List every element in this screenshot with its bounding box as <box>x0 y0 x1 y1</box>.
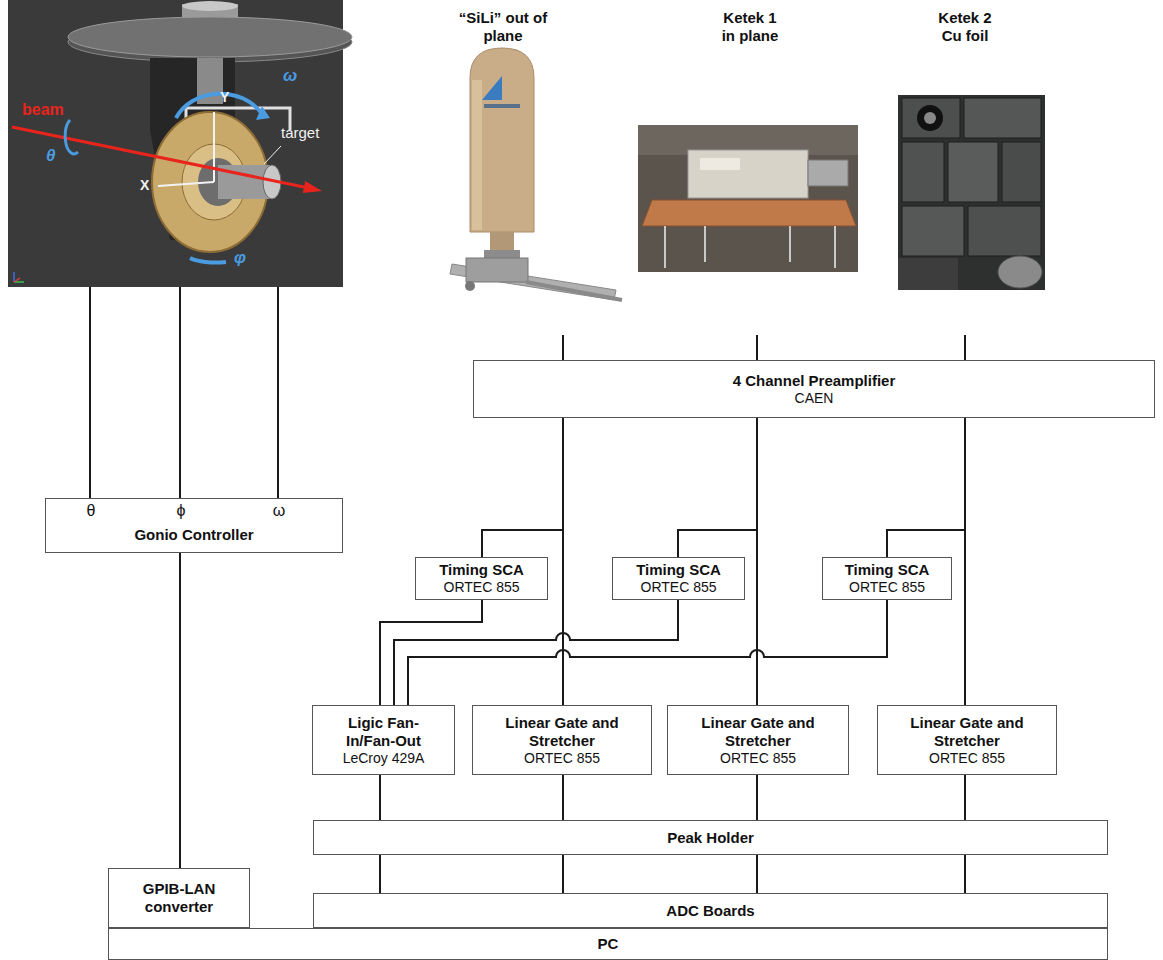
beam-label: beam <box>22 100 64 119</box>
axis-symbol: θ <box>46 146 55 165</box>
box-subtitle: ORTEC 855 <box>929 750 1005 767</box>
connector <box>964 775 966 820</box>
detector-sili: “SiLi” out of plane <box>440 5 620 335</box>
box-title: Timing SCA <box>439 561 524 579</box>
connector <box>756 418 758 705</box>
connector <box>277 287 279 498</box>
box-title: PC <box>598 935 619 953</box>
connector <box>562 775 564 820</box>
holder-box: Peak Holder <box>313 820 1108 855</box>
connector <box>964 855 966 893</box>
sca-box: Timing SCAORTEC 855 <box>415 557 548 600</box>
connector <box>562 855 564 893</box>
connector <box>756 855 758 893</box>
detector-heading: “SiLi” out of plane <box>457 9 549 45</box>
box-title: Linear Gate and Stretcher <box>886 714 1048 750</box>
connector <box>89 287 91 498</box>
controller-box: θ ϕ ωGonio Controller <box>45 498 343 553</box>
connector <box>562 335 564 360</box>
connector <box>756 775 758 820</box>
connector <box>408 600 887 705</box>
connector <box>964 335 966 360</box>
connector <box>379 855 381 893</box>
fan-box: Ligic Fan-In/Fan-OutLeCroy 429A <box>312 705 455 775</box>
sca-box: Timing SCAORTEC 855 <box>822 557 952 600</box>
connector <box>179 287 181 498</box>
connector <box>756 335 758 360</box>
detector-ketek: Ketek 1 in plane <box>638 5 858 335</box>
box-title: Gonio Controller <box>134 526 253 544</box>
axis-letter: X <box>140 176 149 195</box>
connector <box>887 418 965 557</box>
ketek2-photo <box>898 95 1045 290</box>
axis-letter: Y <box>220 88 229 107</box>
connector <box>562 418 564 705</box>
axis-symbol: θ <box>87 502 96 520</box>
box-title: Timing SCA <box>845 561 930 579</box>
box-title: Linear Gate and Stretcher <box>676 714 840 750</box>
box-subtitle: ORTEC 855 <box>849 579 925 596</box>
box-title: ADC Boards <box>666 902 754 920</box>
goniometer-view: beam target <box>8 0 343 287</box>
box-subtitle: ORTEC 855 <box>641 579 717 596</box>
box-title: Timing SCA <box>636 561 721 579</box>
gate-box: Linear Gate and StretcherORTEC 855 <box>877 705 1057 775</box>
box-title: 4 Channel Preamplifier <box>733 372 896 390</box>
detector-heading: Ketek 2 Cu foil <box>933 9 997 45</box>
connector <box>380 600 482 705</box>
connector <box>379 775 381 820</box>
ketek1-photo <box>638 125 858 272</box>
goniometer-drawing <box>12 1 352 282</box>
box-title: Ligic Fan-In/Fan-Out <box>324 714 443 750</box>
detector-ketek: Ketek 2 Cu foil <box>898 5 1045 335</box>
axis-symbol: ω <box>273 502 286 520</box>
preamplifier-box: 4 Channel PreamplifierCAEN <box>473 360 1155 418</box>
connector <box>179 553 181 868</box>
box-subtitle: ORTEC 855 <box>444 579 520 596</box>
axis-symbol: ϕ <box>177 502 186 520</box>
box-subtitle: CAEN <box>795 390 834 407</box>
gate-box: Linear Gate and StretcherORTEC 855 <box>472 705 652 775</box>
axis-symbol: φ <box>234 248 246 267</box>
sili-detector-drawing <box>450 48 622 300</box>
connector <box>964 418 966 705</box>
detector-heading: Ketek 1 in plane <box>718 9 782 45</box>
box-subtitle: LeCroy 429A <box>343 750 425 767</box>
axis-symbol: ω <box>283 66 297 85</box>
box-title: GPIB-LAN converter <box>117 880 241 916</box>
connector <box>394 600 678 705</box>
target-label: target <box>281 124 319 142</box>
box-subtitle: ORTEC 855 <box>720 750 796 767</box>
gate-box: Linear Gate and StretcherORTEC 855 <box>667 705 849 775</box>
pc-box: PC <box>108 928 1108 960</box>
connector <box>678 418 757 557</box>
box-subtitle: ORTEC 855 <box>524 750 600 767</box>
box-title: Peak Holder <box>667 829 754 847</box>
sca-box: Timing SCAORTEC 855 <box>612 557 745 600</box>
adc-box: ADC Boards <box>313 893 1108 928</box>
converter-box: GPIB-LAN converter <box>108 868 250 928</box>
connector <box>482 418 563 557</box>
box-title: Linear Gate and Stretcher <box>481 714 643 750</box>
